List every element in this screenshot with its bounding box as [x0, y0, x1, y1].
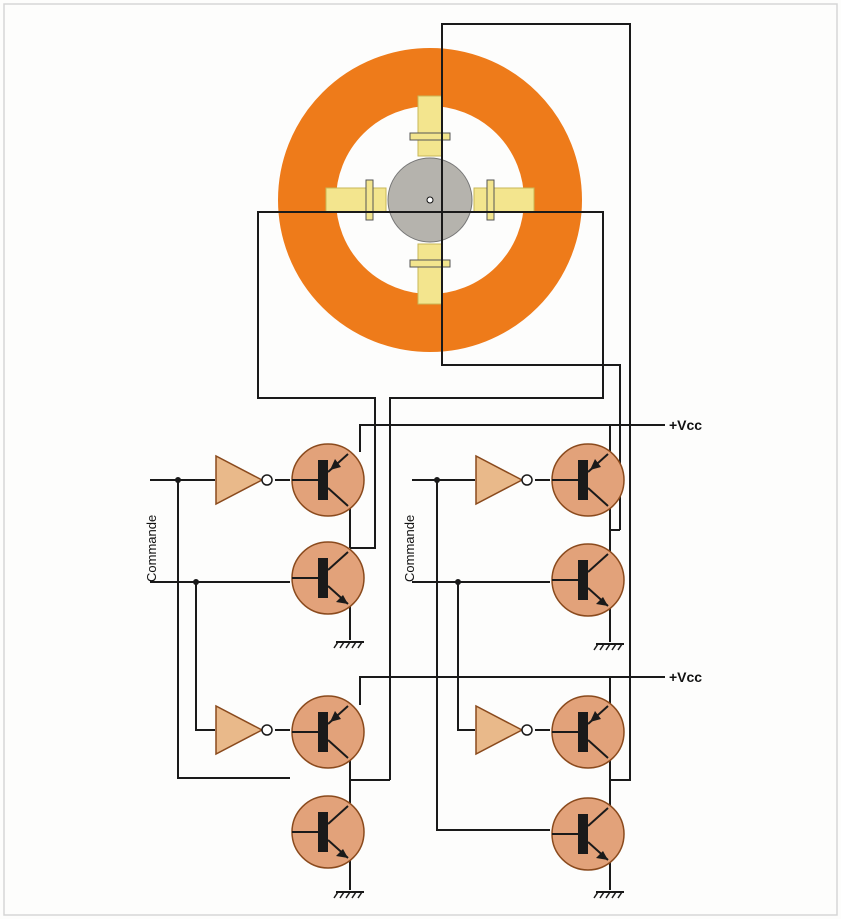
stator-ring: [278, 48, 582, 352]
control-label-left: Commande: [144, 515, 159, 582]
inverter-right-1: [475, 455, 533, 505]
transistor-right-low-1: [551, 543, 625, 617]
inverter-right-2: [475, 705, 533, 755]
right-h-bridge: Commande: [402, 443, 631, 899]
winding-vertical-wires: [441, 23, 631, 650]
figure-frame: [3, 3, 838, 916]
transistor-right-low-2: [551, 797, 625, 871]
inverter-left-2: [215, 705, 273, 755]
rotor-shaft: [426, 196, 434, 204]
transistor-left-high-2: [291, 695, 365, 769]
pole-right: [473, 179, 535, 221]
transistor-left-low-1: [291, 541, 365, 615]
inverter-left-1: [215, 455, 273, 505]
ground-icon: [333, 641, 365, 649]
vcc-label-top: +Vcc: [669, 417, 702, 433]
ground-icon: [333, 891, 365, 899]
control-label-right: Commande: [402, 515, 417, 582]
stepper-motor: [278, 48, 582, 352]
transistor-right-high-2: [551, 695, 625, 769]
pole-top: [409, 95, 451, 157]
left-h-bridge: Commande: [144, 443, 390, 899]
transistor-left-low-2: [291, 795, 365, 869]
vcc-label-bottom: +Vcc: [669, 669, 702, 685]
pole-bottom: [409, 243, 451, 305]
ground-icon: [593, 643, 625, 651]
ground-icon: [593, 891, 625, 899]
transistor-right-high-1: [551, 443, 625, 517]
transistor-left-high-1: [291, 443, 365, 517]
winding-horizontal-wires: [257, 211, 604, 780]
pole-left: [325, 179, 387, 221]
